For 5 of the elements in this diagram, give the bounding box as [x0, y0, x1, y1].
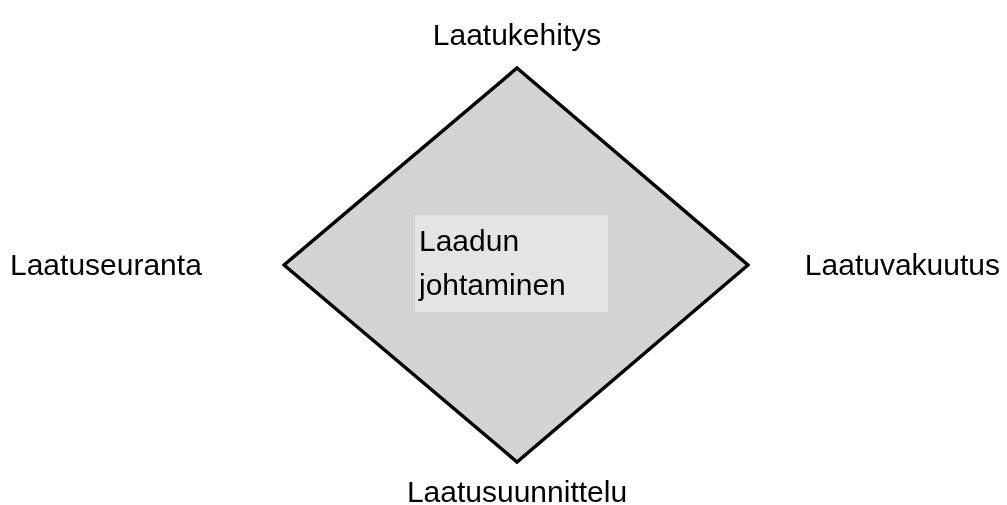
corner-label: Laatusuunnittelu	[406, 474, 628, 505]
corner-label: Laatuvakuutus	[804, 247, 1000, 283]
corner-label: Laatuseuranta	[10, 247, 202, 283]
node-label: Laadun johtaminen	[415, 215, 608, 312]
corner-label: Laatukehitys	[432, 17, 602, 53]
